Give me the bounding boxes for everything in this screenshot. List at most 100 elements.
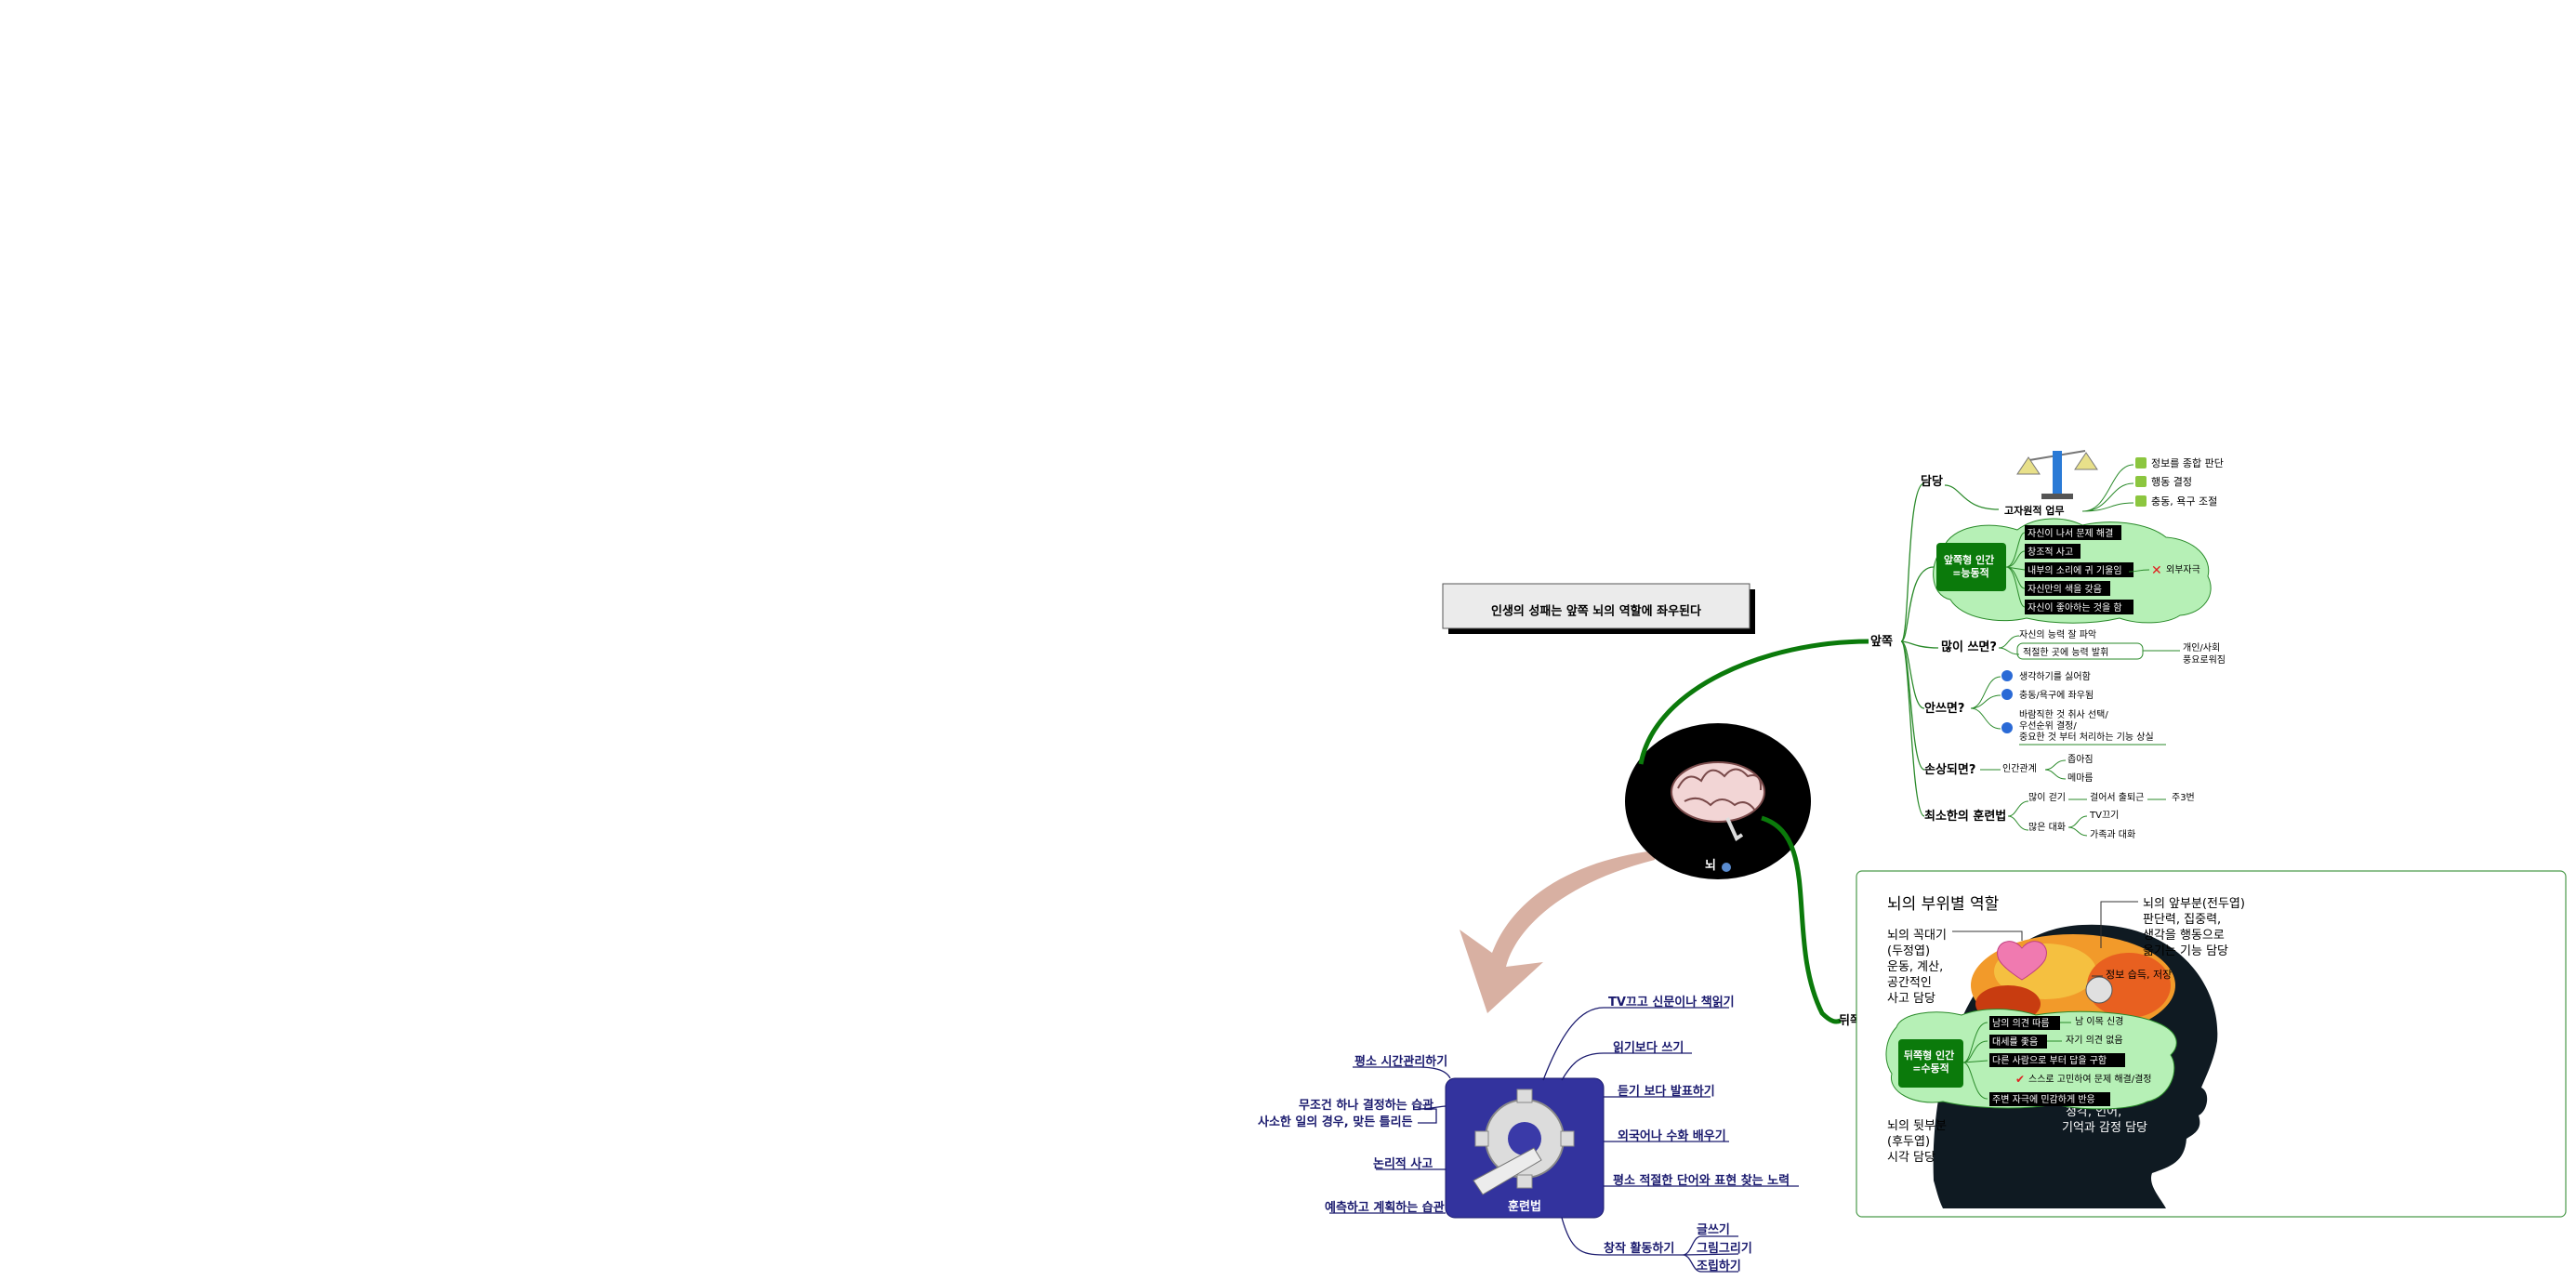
top-part-line2: (두정엽) <box>1887 944 1930 958</box>
create-item-2: 그림그리기 <box>1697 1241 1752 1256</box>
back-type-item-1: 남의 의견 따름 <box>1992 1018 2050 1029</box>
training-talk-item-1: TV끄기 <box>2089 810 2119 821</box>
duty-item-2: 행동 결정 <box>2151 476 2192 488</box>
top-part-line5: 사고 담당 <box>1887 992 1935 1006</box>
number-3-icon <box>2001 722 2013 733</box>
back-part-line3: 시각 담당 <box>1887 1151 1935 1165</box>
back-label[interactable]: 뒤쪽 <box>1839 1014 1861 1028</box>
training-walk2: 걸어서 출퇴근 <box>2090 791 2144 803</box>
use-more-item-2: 적절한 곳에 능력 발휘 <box>2023 646 2108 658</box>
external-stimulus: 외부자극 <box>2166 564 2200 575</box>
front-part-line1: 뇌의 앞부분(전두엽) <box>2143 897 2245 911</box>
back-part-line1: 뇌의 뒷부분 <box>1887 1119 1947 1133</box>
front-type-item-1: 자신이 나서 문제 해결 <box>2028 527 2113 539</box>
duty-item-1: 정보를 종합 판단 <box>2151 457 2224 469</box>
title-box[interactable]: 인생의 성패는 앞쪽 뇌의 역할에 좌우된다 <box>1442 583 1755 634</box>
branch-back <box>1761 815 1842 1024</box>
training-talk-item-2: 가족과 대화 <box>2090 829 2135 840</box>
create-item-3: 조립하기 <box>1697 1259 1741 1273</box>
method-right-4: 외국어나 수화 배우기 <box>1618 1128 1726 1143</box>
front-type-item-2: 창조적 사고 <box>2028 547 2073 558</box>
method-right-2: 읽기보다 쓰기 <box>1613 1040 1684 1055</box>
back-type-item-4: 주변 자극에 민감하게 반응 <box>1992 1093 2095 1105</box>
not-use-item-3-line2: 우선순위 결정/ <box>2019 719 2077 732</box>
gear-icon <box>1473 1089 1575 1195</box>
method-label: 훈련법 <box>1508 1199 1541 1214</box>
check-icon: ✔ <box>2015 1073 2025 1086</box>
front-part: 뇌의 앞부분(전두엽) 판단력, 집중력, 생각을 행동으로 옮기는 기능 담당 <box>2143 897 2249 958</box>
back-type-item-3: 다른 사람으로 부터 답을 구함 <box>1992 1054 2107 1066</box>
training-walk: 많이 걷기 <box>2028 792 2066 803</box>
back-type-label: 뒤쪽형 인간 =수동적 <box>1904 1049 1958 1075</box>
front-type-item-3: 내부의 소리에 귀 기울임 <box>2028 564 2122 576</box>
back-sub-2: 자기 의견 없음 <box>2066 1034 2123 1046</box>
x-icon: ✕ <box>2151 563 2162 578</box>
front-type-line2: =능동적 <box>1952 566 1989 579</box>
method-left-5: 예측하고 계획하는 습관 <box>1325 1200 1445 1215</box>
back-panel-title: 뇌의 부위별 역할 <box>1887 895 2000 914</box>
top-part: 뇌의 꼭대기 (두정엽) 운동, 계산, 공간적인 사고 담당 <box>1887 929 1950 1006</box>
method-right-5: 평소 적절한 단어와 표현 찾는 노력 <box>1613 1173 1790 1188</box>
direction-arrow <box>1460 851 1655 1013</box>
front-type-item-5: 자신이 좋아하는 것을 함 <box>2028 601 2122 614</box>
back-type-line2: =수동적 <box>1912 1062 1949 1075</box>
not-use-item-3: 바람직한 것 취사 선택/ 우선순위 결정/ 중요한 것 부터 처리하는 기능 … <box>2019 708 2154 743</box>
temporal-part: 청각, 언어, 기억과 감정 담당 <box>2062 1105 2147 1135</box>
front-connectors <box>1900 482 1939 817</box>
damaged-item-2: 메마름 <box>2067 772 2094 784</box>
method-right-6: 창작 활동하기 <box>1604 1241 1674 1256</box>
back-type-items: 남의 의견 따름 대세를 좇음 다른 사람으로 부터 답을 구함 주변 자극에 … <box>1989 1016 2125 1106</box>
center-small-icon <box>1722 863 1731 872</box>
number-2-icon <box>2001 689 2013 700</box>
front-type-line1: 앞쪽형 인간 <box>1944 553 1994 566</box>
center-label: 뇌 <box>1705 858 1716 873</box>
memory-text: 정보 습득, 저장 <box>2106 969 2172 981</box>
duty-check-icons <box>2135 457 2147 507</box>
front-part-line2: 판단력, 집중력, <box>2143 913 2221 927</box>
front-part-line4: 옮기는 기능 담당 <box>2143 944 2228 958</box>
front-type-item-4: 자신만의 색을 갖음 <box>2028 584 2102 595</box>
back-sub-1: 남 이목 신경 <box>2075 1015 2123 1027</box>
use-more-item-1: 자신의 능력 잘 파악 <box>2019 629 2096 640</box>
use-more-result-line1: 개인/사회 <box>2183 642 2220 653</box>
top-part-line3: 운동, 계산, <box>1887 960 1943 974</box>
damaged-label[interactable]: 손상되면? <box>1924 762 1975 777</box>
title-text: 인생의 성패는 앞쪽 뇌의 역할에 좌우된다 <box>1491 604 1701 619</box>
create-item-1: 글쓰기 <box>1697 1223 1730 1237</box>
back-type-item-2: 대세를 좇음 <box>1992 1036 2038 1048</box>
branch-front <box>1638 639 1869 765</box>
method-left-2: 무조건 하나 결정하는 습관 <box>1299 1098 1433 1113</box>
method-node[interactable]: 훈련법 <box>1445 1077 1605 1219</box>
use-more-result: 개인/사회 풍요로워짐 <box>2183 642 2226 666</box>
scale-icon <box>2016 450 2098 499</box>
use-more-result-line2: 풍요로워짐 <box>2183 653 2226 666</box>
front-part-line3: 생각을 행동으로 <box>2143 928 2225 943</box>
front-type-label: 앞쪽형 인간 =능동적 <box>1944 553 1998 579</box>
method-left-1: 평소 시간관리하기 <box>1354 1054 1447 1069</box>
use-more-label[interactable]: 많이 쓰면? <box>1941 640 1997 654</box>
back-part: 뇌의 뒷부분 (후두엽) 시각 담당 <box>1887 1119 1950 1165</box>
heart-icon <box>1997 941 2047 981</box>
training-talk: 많은 대화 <box>2028 822 2066 833</box>
method-right-1: TV끄고 신문이나 책읽기 <box>1608 995 1735 1009</box>
front-label[interactable]: 앞쪽 <box>1870 635 1893 649</box>
back-type-line1: 뒤쪽형 인간 <box>1904 1049 1954 1062</box>
center-node[interactable]: 뇌 <box>1625 723 1811 879</box>
not-use-item-2: 충동/욕구에 좌우됨 <box>2019 690 2094 701</box>
training-walk3: 주3번 <box>2172 792 2195 803</box>
front-type-node[interactable]: 앞쪽형 인간 =능동적 <box>1936 543 2006 591</box>
method-left-4: 논리적 사고 <box>1373 1156 1433 1171</box>
not-use-label[interactable]: 안쓰면? <box>1924 701 1964 716</box>
damaged-sub: 인간관계 <box>2002 763 2037 774</box>
training-label[interactable]: 최소한의 훈련법 <box>1924 809 2006 824</box>
back-part-line2: (후두엽) <box>1887 1135 1930 1149</box>
method-connectors <box>1329 1007 1799 1273</box>
back-sub-3: 스스로 고민하여 문제 해결/결정 <box>2028 1073 2152 1085</box>
brain-icon <box>1671 761 1765 841</box>
not-use-item-3-line1: 바람직한 것 취사 선택/ <box>2019 708 2108 720</box>
duty-item-3: 충동, 욕구 조절 <box>2151 495 2217 508</box>
back-type-node[interactable]: 뒤쪽형 인간 =수동적 <box>1898 1039 1963 1088</box>
duty-label[interactable]: 담당 <box>1921 474 1943 489</box>
damaged-item-1: 좁아짐 <box>2067 754 2094 765</box>
